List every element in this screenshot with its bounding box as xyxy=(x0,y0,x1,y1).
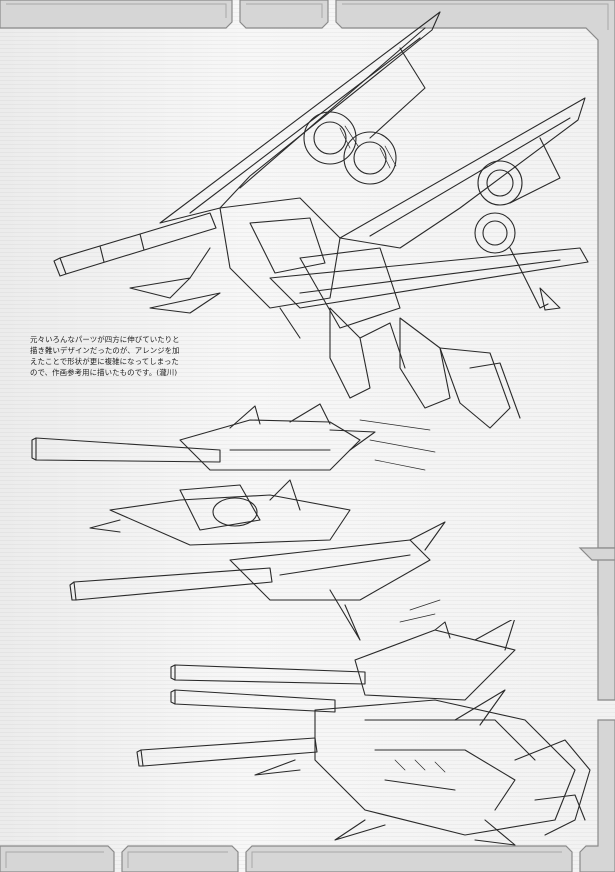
frame-bottom-left-panel xyxy=(0,845,115,872)
frame-top-right-panel xyxy=(335,0,615,616)
frame-top-middle-panel xyxy=(239,0,329,29)
caption-line: ので、作画参考用に描いたものです。(瀧川) xyxy=(30,368,178,377)
frame-top-left-panel xyxy=(0,0,233,29)
caption-line: 元々いろんなパーツが四方に伸びていたりと xyxy=(30,335,180,344)
fighter-sketch-side xyxy=(31,403,446,641)
fighter-sketch-bottom xyxy=(136,620,591,846)
caption-line: えたことで形状が更に複雑になってしまった xyxy=(30,357,179,366)
frame-bottom-right-panel xyxy=(579,719,615,872)
caption-line: 描き難いデザインだったのが、アレンジを加 xyxy=(30,346,180,355)
caption-text: 元々いろんなパーツが四方に伸びていたりと 描き難いデザインだったのが、アレンジを… xyxy=(30,334,240,378)
mecha-sketch-top xyxy=(53,11,589,429)
